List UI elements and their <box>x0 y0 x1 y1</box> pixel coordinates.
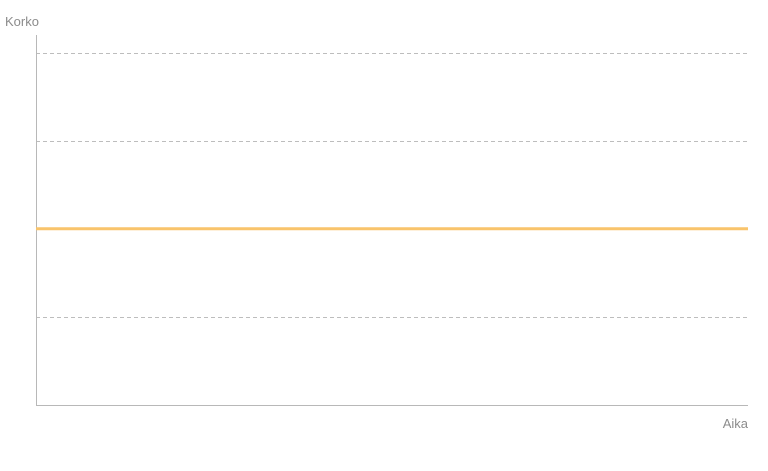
axes <box>36 35 748 406</box>
y-axis-label: Korko <box>5 14 39 29</box>
gridlines <box>36 53 748 318</box>
x-axis-label: Aika <box>723 416 749 431</box>
